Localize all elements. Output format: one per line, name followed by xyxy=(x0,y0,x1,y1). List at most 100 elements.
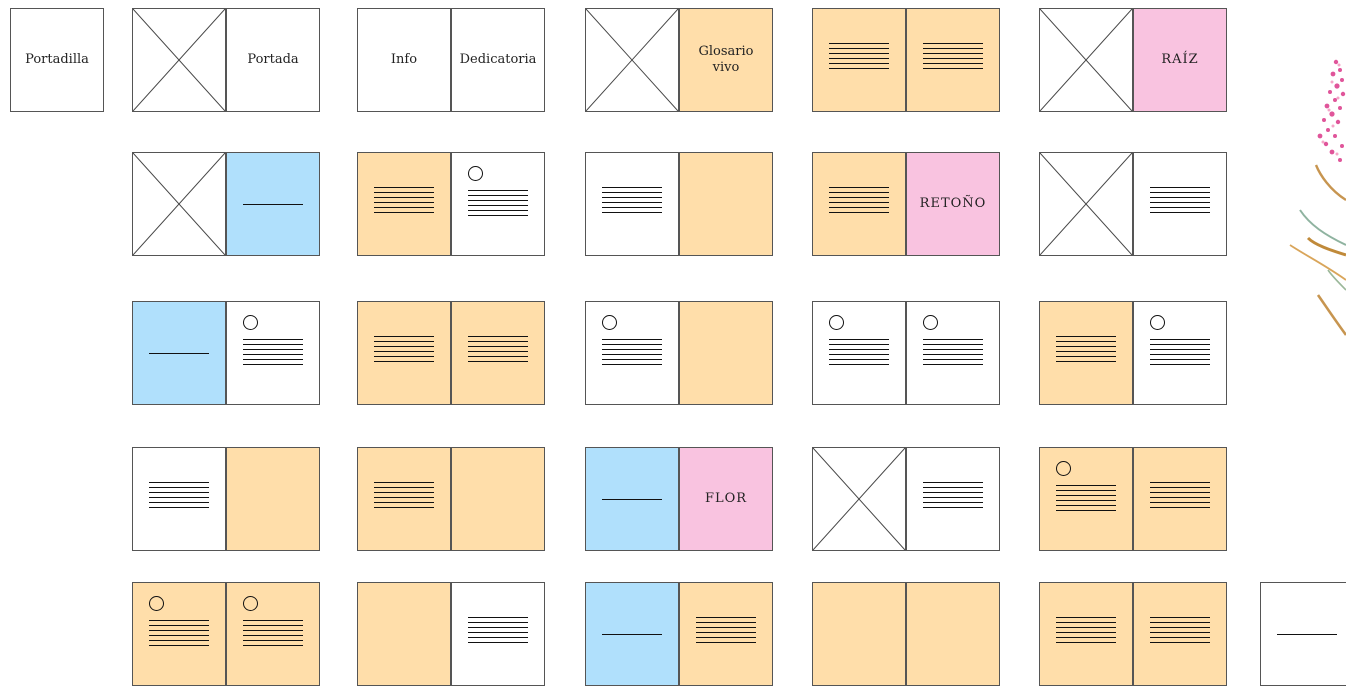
text-block-lines xyxy=(696,617,756,647)
text-block-lines xyxy=(602,339,662,369)
right-page xyxy=(226,582,320,686)
right-page xyxy=(226,301,320,405)
left-page xyxy=(1039,152,1133,256)
text-block-lines xyxy=(468,190,528,220)
left-page xyxy=(1039,8,1133,112)
left-page xyxy=(357,152,451,256)
text-block-lines xyxy=(243,339,303,369)
image-circle-placeholder xyxy=(923,315,938,330)
left-page xyxy=(585,447,679,551)
right-page xyxy=(1133,152,1227,256)
page-label: Portadilla xyxy=(11,52,103,68)
right-page xyxy=(451,301,545,405)
image-circle-placeholder xyxy=(1056,461,1071,476)
text-block-lines xyxy=(829,187,889,217)
image-placeholder-x xyxy=(133,9,225,111)
title-line xyxy=(1277,634,1337,635)
page-label: Glosario vivo xyxy=(680,44,772,76)
right-page xyxy=(1133,301,1227,405)
right-page xyxy=(906,301,1000,405)
left-page xyxy=(132,447,226,551)
left-page xyxy=(812,152,906,256)
flowering-plant-illustration xyxy=(1280,50,1346,340)
image-circle-placeholder xyxy=(602,315,617,330)
right-page xyxy=(906,582,1000,686)
left-page xyxy=(812,582,906,686)
page-label: Dedicatoria xyxy=(452,52,544,68)
text-block-lines xyxy=(1150,187,1210,217)
text-block-lines xyxy=(1150,617,1210,647)
left-page: Info xyxy=(357,8,451,112)
right-page: RETOÑO xyxy=(906,152,1000,256)
right-page: RAÍZ xyxy=(1133,8,1227,112)
right-page xyxy=(451,152,545,256)
image-circle-placeholder xyxy=(149,596,164,611)
text-block-lines xyxy=(602,187,662,217)
text-block-lines xyxy=(829,339,889,369)
page-label: Portada xyxy=(227,52,319,68)
text-block-lines xyxy=(468,336,528,366)
image-circle-placeholder xyxy=(829,315,844,330)
right-page: Glosario vivo xyxy=(679,8,773,112)
text-block-lines xyxy=(829,43,889,73)
right-page xyxy=(226,447,320,551)
right-page xyxy=(906,8,1000,112)
text-block-lines xyxy=(243,620,303,650)
title-line xyxy=(602,499,662,500)
image-placeholder-x xyxy=(586,9,678,111)
title-line xyxy=(602,634,662,635)
left-page xyxy=(132,8,226,112)
text-block-lines xyxy=(149,620,209,650)
text-block-lines xyxy=(923,482,983,512)
text-block-lines xyxy=(1056,485,1116,515)
image-placeholder-x xyxy=(133,153,225,255)
left-page xyxy=(132,301,226,405)
right-page: Dedicatoria xyxy=(451,8,545,112)
left-page xyxy=(812,301,906,405)
left-page xyxy=(585,582,679,686)
image-circle-placeholder xyxy=(1150,315,1165,330)
text-block-lines xyxy=(1150,482,1210,512)
left-page xyxy=(812,8,906,112)
image-circle-placeholder xyxy=(243,315,258,330)
right-page xyxy=(679,582,773,686)
right-page xyxy=(906,447,1000,551)
page-label: RAÍZ xyxy=(1134,52,1226,68)
image-placeholder-x xyxy=(1040,153,1132,255)
page-label: FLOR xyxy=(680,491,772,507)
right-page xyxy=(679,152,773,256)
left-page xyxy=(357,447,451,551)
left-page xyxy=(357,582,451,686)
text-block-lines xyxy=(1056,617,1116,647)
left-page xyxy=(585,152,679,256)
image-circle-placeholder xyxy=(243,596,258,611)
left-page xyxy=(132,152,226,256)
title-line xyxy=(149,353,209,354)
right-page xyxy=(451,447,545,551)
right-page xyxy=(226,152,320,256)
left-page xyxy=(357,301,451,405)
left-page xyxy=(1039,301,1133,405)
text-block-lines xyxy=(923,43,983,73)
right-page xyxy=(679,301,773,405)
right-page xyxy=(1133,447,1227,551)
title-line xyxy=(243,204,303,205)
left-page xyxy=(585,301,679,405)
left-page xyxy=(1039,447,1133,551)
text-block-lines xyxy=(374,336,434,366)
image-circle-placeholder xyxy=(468,166,483,181)
page-label: Info xyxy=(358,52,450,68)
image-placeholder-x xyxy=(1040,9,1132,111)
text-block-lines xyxy=(1150,339,1210,369)
left-page xyxy=(1039,582,1133,686)
right-page: Portada xyxy=(226,8,320,112)
left-page xyxy=(812,447,906,551)
page xyxy=(1260,582,1346,686)
text-block-lines xyxy=(374,482,434,512)
text-block-lines xyxy=(149,482,209,512)
text-block-lines xyxy=(374,187,434,217)
image-placeholder-x xyxy=(813,448,905,550)
left-page xyxy=(132,582,226,686)
page-label: RETOÑO xyxy=(907,196,999,212)
text-block-lines xyxy=(468,617,528,647)
